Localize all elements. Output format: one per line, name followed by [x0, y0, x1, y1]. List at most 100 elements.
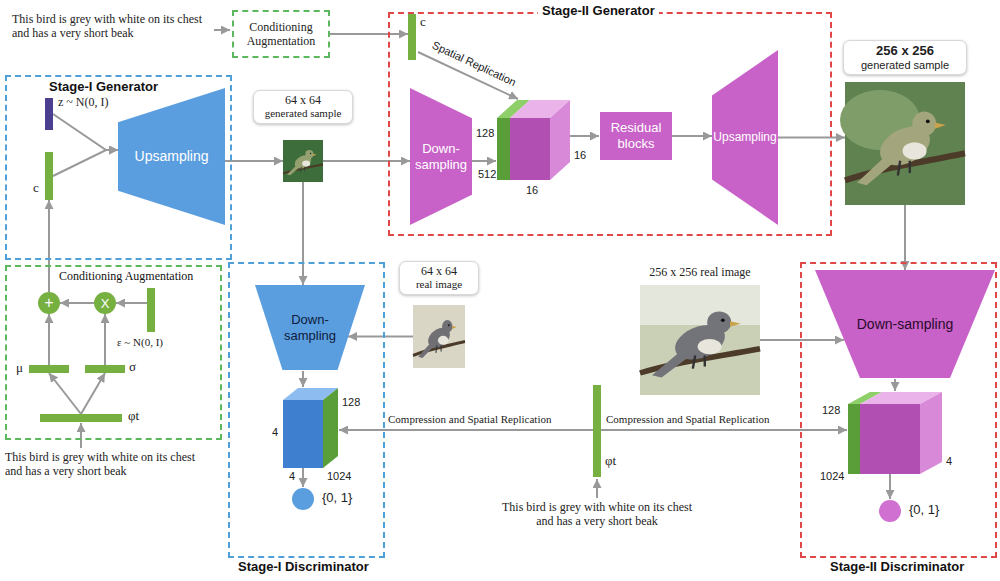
- caption-box: 64 x 64generated sample: [253, 90, 353, 124]
- block-label: +: [44, 295, 53, 311]
- operator-circle: {0, 1}: [879, 500, 901, 522]
- bird-picture: [283, 150, 323, 175]
- flow-arrow: [225, 160, 283, 162]
- image-caption: generated sample: [254, 107, 352, 120]
- flow-arrow: [596, 479, 598, 498]
- arrow-label: Compression and Spatial Replication: [388, 413, 551, 426]
- dimension-number: 4: [272, 426, 278, 439]
- vector-label: {0, 1}: [322, 490, 352, 506]
- dimension-number: 128: [342, 396, 360, 409]
- region-title: Stage-II Discriminator: [830, 559, 964, 575]
- trapezoid-fill: [118, 88, 225, 225]
- vector-label: {0, 1}: [909, 502, 939, 518]
- flow-arrow: [302, 468, 304, 487]
- vector-label: φt: [128, 408, 139, 424]
- feature-cube: [860, 404, 920, 474]
- flow-arrow: [601, 429, 847, 431]
- image-sample: 64 x 64real image: [413, 305, 465, 368]
- vector-bar: c: [45, 152, 53, 200]
- caption-text: This bird is grey with white on its ches…: [5, 450, 205, 479]
- block-label: Upsampling: [713, 130, 776, 144]
- flow-arrow: [348, 336, 413, 338]
- feature-slab: [848, 404, 860, 474]
- dimension-number: 1024: [820, 470, 844, 483]
- image-caption: 256 x 256 real image: [630, 265, 770, 279]
- process-box: Residual blocks: [600, 112, 672, 160]
- caption-text: This bird is grey with white on its ches…: [12, 12, 212, 41]
- dashed-region: Stage-II GeneratorcDown-samplingResidual…: [388, 12, 832, 236]
- flow-arrow: [889, 474, 891, 499]
- flow-arrow: [116, 302, 147, 304]
- trapezoid-fill: [712, 50, 778, 225]
- vector-bar: c: [408, 14, 416, 60]
- flow-arrow: [323, 160, 410, 162]
- vector-label: c: [33, 180, 39, 196]
- trapezoid-block: Upsampling: [118, 88, 225, 225]
- flow-arrow: [330, 33, 408, 35]
- trapezoid-block: Down-sampling: [410, 88, 472, 225]
- flow-arrow: [302, 182, 304, 285]
- vector-label: φt: [605, 453, 616, 469]
- dimension-number: 16: [526, 184, 538, 197]
- image-caption: 256 x 256: [844, 43, 966, 59]
- bird-picture: [640, 311, 760, 377]
- region-title: Stage-I Generator: [49, 79, 158, 95]
- vector-bar: φt: [40, 414, 122, 422]
- operator-circle: +: [38, 292, 60, 314]
- flow-arrow: [894, 379, 896, 391]
- dimension-number: 4: [946, 455, 952, 468]
- feature-cube: [920, 392, 942, 474]
- image-caption: 64 x 64: [254, 93, 352, 107]
- process-box: Conditioning Augmentation: [232, 10, 330, 58]
- vector-label: σ: [129, 359, 136, 375]
- vector-bar: z ~ N(0, I): [45, 98, 53, 130]
- block-label: Conditioning Augmentation: [238, 20, 324, 49]
- dashed-region: Stage-I DiscriminatorDown-sampling{0, 1}: [228, 262, 385, 558]
- bird-picture: [413, 320, 465, 358]
- trapezoid-block: Down-sampling: [255, 285, 365, 370]
- trapezoid-block: Upsampling: [712, 50, 778, 225]
- image-sample: 256 x 256 real image: [640, 285, 760, 395]
- feature-slab: [497, 118, 510, 180]
- vector-bar: φt: [593, 385, 601, 477]
- arrow-label: Spatial Replication: [430, 39, 518, 89]
- vector-bar: ε ~ N(0, I): [147, 288, 155, 332]
- real-image: [640, 285, 760, 395]
- flow-arrow: [672, 135, 712, 137]
- trapezoid-fill: [410, 88, 472, 225]
- vector-label: ε ~ N(0, I): [117, 336, 163, 349]
- image-caption: 64 x 64: [400, 264, 478, 278]
- operator-circle: X: [94, 292, 116, 314]
- flow-arrow: [302, 371, 304, 387]
- image-background: [640, 285, 760, 325]
- generated-image: [283, 140, 323, 182]
- caption-box: 64 x 64real image: [399, 261, 479, 295]
- image-sample: 256 x 256generated sample: [845, 82, 965, 205]
- vector-label: z ~ N(0, I): [58, 95, 108, 109]
- flow-arrow: [778, 137, 845, 139]
- flow-arrow: [53, 150, 118, 176]
- dashed-region: Conditioning Augmentation+Xε ~ N(0, I)μσ…: [5, 265, 222, 440]
- flow-arrow: [81, 373, 105, 414]
- trapezoid-fill: [255, 285, 365, 370]
- vector-bar: σ: [85, 365, 125, 373]
- flow-arrow: [472, 160, 496, 162]
- arrow-label: Compression and Spatial Replication: [606, 413, 769, 426]
- feature-slab: [323, 388, 338, 468]
- flow-arrow: [104, 314, 106, 365]
- dimension-number: 16: [574, 149, 586, 162]
- region-title: Stage-II Generator: [538, 3, 659, 19]
- vector-label: μ: [16, 360, 23, 376]
- dimension-number: 128: [822, 404, 840, 417]
- dimension-number: 128: [476, 127, 494, 140]
- flow-arrow: [760, 339, 844, 341]
- flow-arrow: [48, 200, 50, 292]
- trapezoid-block: Down-sampling: [815, 270, 995, 378]
- operator-circle: {0, 1}: [292, 488, 314, 510]
- dimension-number: 4: [289, 470, 295, 483]
- flow-arrow: [339, 429, 593, 431]
- bird-picture: [845, 112, 965, 186]
- flow-arrow: [570, 135, 599, 137]
- dimension-number: 1024: [327, 470, 351, 483]
- caption-box: 256 x 256generated sample: [843, 40, 967, 75]
